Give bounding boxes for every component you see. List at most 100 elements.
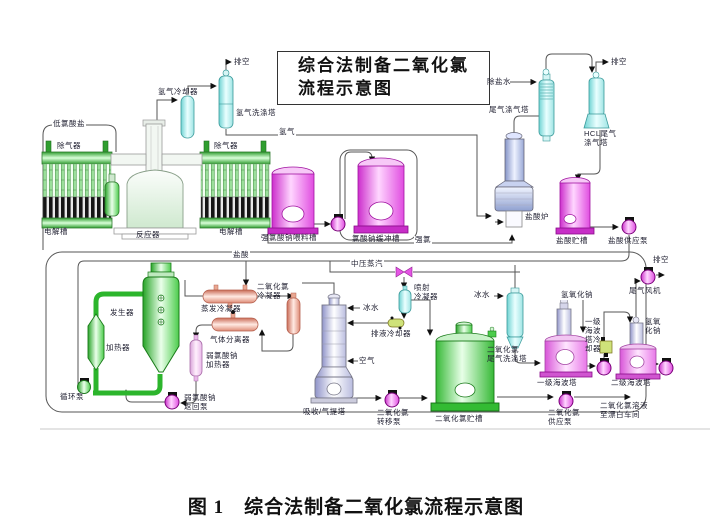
label-mp-steam: 中压蒸汽 [350,259,384,269]
label-electrolyzer-right: 电解槽 [219,227,243,236]
label-strong-chlorine: 强氯 [414,235,432,245]
label-weak-chlorate-heater: 弱氯酸钠 加热器 [206,351,238,369]
label-absorption-tower: 吸收/气提塔 [303,407,346,416]
condenser-to-separator-pipe [258,329,294,352]
label-generator: 发生器 [110,308,134,317]
feed-tank-vessel [267,166,319,235]
steam-pipe-1 [329,261,395,273]
clo2-supply-pump [558,391,574,409]
label-naoh-1: 氢氧化钠 [560,290,594,300]
label-hydrochloric-acid: 盐酸 [232,250,250,260]
label-hcl-furnace: 盐酸炉 [525,212,549,221]
label-weak-chlorate-return-pump: 弱氯酸钠 返回泵 [184,393,216,411]
label-clo2-transfer-pump: 二氧化氯 转移泵 [377,408,409,426]
pump-to-buffertank-pipe [344,151,376,219]
cooler-to-scrubber-pipe [187,82,217,95]
label-hydrogen: 氢气 [278,127,296,137]
feed-pump [330,214,346,232]
strong-chlorine-pipe [267,228,516,244]
recirculation-loop-pipe [45,251,647,413]
tail-gas-scrubber-vessel [538,68,555,142]
clo2-transfer-pump [384,390,400,408]
label-air: 空气 [358,356,376,366]
label-ice-water-1: 冰水 [362,303,380,313]
label-buffer-tank: 氯酸钠缓冲槽 [352,234,400,243]
heater-loop-pipe [93,291,163,396]
label-clo2-tail-gas-scrubber: 二氧化氯 尾气洗涤塔 [487,345,527,363]
weak-chlorate-heater-vessel [189,334,203,382]
hypo1-cooler-vessel [599,337,613,357]
label-jet-condenser: 喷射 冷凝器 [414,283,438,301]
label-hypo-tower-1: 一级海波塔 [537,378,577,387]
evap-condenser-vessel [202,284,258,309]
label-lean-chlorate: 低氯酸盐 [52,119,86,129]
electrolyzer-right [199,140,271,229]
gas-separator-vessel [211,310,259,332]
h2-to-cooler-pipe [156,96,178,120]
label-degasser-right: 除气器 [214,141,238,150]
generator-vessel [142,262,180,373]
label-feed-tank: 强氯酸钠喂料槽 [261,233,317,242]
label-gas-separator: 气体分离器 [210,335,250,344]
jet-condenser-vessel [398,285,412,314]
hcl-supply-pump [621,217,637,235]
evap-to-generator-pipe [184,280,203,297]
hcl-tail-gas-scrubber-vessel [583,71,610,129]
absorption-tower-vessel [310,293,358,404]
return-pump-out-pipe [122,389,165,403]
circulation-pump [77,378,91,394]
hypo2-pump [658,358,674,376]
electrolyzer-left [41,140,113,229]
label-evap-condenser: 蒸发冷凝器 [201,304,241,313]
tail-gas-fan [640,267,656,285]
clo2-condenser-vessel [286,292,301,335]
steam-valve [395,266,413,278]
label-vent-h2: 排空 [234,57,250,66]
hcl-storage-tank-vessel [555,177,595,235]
label-hcl-supply-pump: 盐酸供应泵 [608,236,648,245]
hcl-to-storage-pipe [574,130,601,181]
label-hypo1-cooler: 一级 海波 塔冷 却器 [585,317,601,353]
label-naoh-2: 氢氧 化钠 [645,317,661,335]
figure-caption: 图 1 综合法制备二氧化氯流程示意图 [187,497,525,518]
label-clo2-to-bleaching: 二氧化氯溶液 至漂白车间 [600,401,648,419]
label-ice-water-2: 冰水 [473,290,491,300]
label-h2-scrubber: 氢气洗涤塔 [236,108,276,117]
label-circulation-pump: 循环泵 [60,392,84,401]
hypo-tower-1-vessel [539,297,593,378]
drain-cooler-vessel [387,316,405,330]
buffer-tank-vessel [353,157,409,234]
scrubber-to-hcl-tower-pipe [545,53,596,79]
scrubber-to-hypo1-pipe [514,348,541,367]
hydrogen-pipe [225,129,492,220]
heater-vessel [87,313,105,371]
clo2-tail-gas-scrubber-vessel [506,287,524,349]
label-hcl-tail-gas-scrubber: HCL尾气 涤气塔 [584,129,617,147]
h2-scrubber-vessel [218,69,234,129]
diagram-title: 综合法制备二氧化氯 流程示意图 [277,51,490,105]
hypo1-pump [596,358,612,376]
clo2-storage-tank-vessel [430,321,500,412]
hcl-furnace-vessel [494,132,535,228]
label-electrolyzer-left: 电解槽 [44,227,68,236]
label-heater: 加热器 [106,343,130,352]
cooler-to-hypo2-pipe [603,311,634,342]
label-vent-hcl: 排空 [611,57,627,66]
label-clo2-storage-tank: 二氧化氯贮槽 [435,414,483,423]
label-drain-cooler: 排液冷却器 [370,329,412,339]
label-tail-gas-scrubber: 尾气涤气塔 [489,105,529,114]
heater-to-return-pump-pipe [180,378,197,407]
label-clo2-condenser: 二氧化氯 冷凝器 [257,282,289,300]
label-hcl-storage-tank: 盐酸贮槽 [556,236,588,245]
label-degasser-left: 除气器 [57,141,81,150]
hypo2-to-fan-pipe [634,277,641,320]
h2-cooler-vessel [180,95,195,139]
hcl-vent-pipe [595,58,609,72]
label-hypo-tower-2: 二级海波塔 [611,378,651,387]
label-tail-gas-fan: 尾气风机 [629,286,661,295]
buffer-enclosure-pipe [339,149,418,241]
jet-to-tank-pipe [410,299,434,336]
hypo-tower-2-vessel [615,316,661,380]
